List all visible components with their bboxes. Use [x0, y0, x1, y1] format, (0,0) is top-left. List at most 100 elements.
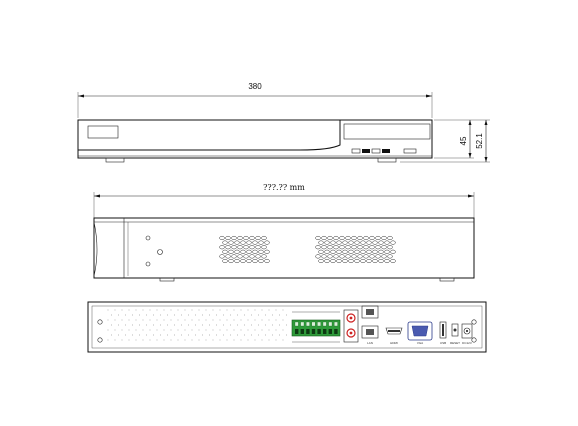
vent-hole [351, 254, 357, 259]
front-body [77, 119, 433, 163]
vent-hole [246, 249, 252, 254]
terminal-hole [300, 329, 304, 334]
vent-hole [375, 235, 381, 241]
vent-hole [315, 254, 321, 259]
vent-hole [351, 245, 357, 250]
rear-dot [153, 314, 154, 316]
rear-dot [114, 339, 116, 341]
vent-hole [387, 254, 393, 259]
reset-label: RESET [450, 341, 460, 345]
rear-dot [181, 314, 182, 316]
rear-dot [251, 334, 252, 336]
reset-button: RESET [450, 323, 460, 345]
rear-dot [286, 334, 287, 336]
vent-hole [375, 254, 381, 259]
side-screw-top [145, 235, 151, 241]
rear-dot [251, 314, 252, 316]
rear-dot [247, 309, 249, 311]
vent-hole [333, 254, 339, 259]
rear-dot [118, 314, 119, 316]
rear-dot [149, 329, 151, 331]
rear-dot [142, 329, 144, 331]
rear-dot [254, 339, 256, 341]
front-indicator-buttons [351, 148, 417, 154]
rear-dot [223, 334, 224, 336]
rear-dot [216, 324, 217, 326]
audio-ports [343, 309, 359, 343]
rear-dot [198, 309, 200, 311]
rear-dot [233, 319, 235, 321]
vent-hole [339, 254, 345, 259]
vent-hole [381, 245, 387, 250]
rear-dot [167, 324, 168, 326]
rear-dot [219, 309, 221, 311]
rear-dot [202, 324, 203, 326]
rear-dot [188, 334, 189, 336]
vent-hole [351, 235, 357, 241]
rear-dot [247, 319, 249, 321]
hdmi-label: HDMI [390, 341, 398, 345]
rear-dot [125, 314, 126, 316]
vent-hole [327, 254, 333, 259]
vent-hole [225, 245, 231, 250]
rear-dot [282, 309, 284, 311]
terminal-screw [334, 321, 338, 327]
rear-dot [132, 334, 133, 336]
vent-hole [357, 235, 363, 241]
rear-dot [121, 329, 123, 331]
rear-dot [261, 319, 263, 321]
rear-dot [146, 334, 147, 336]
front-foot-left [105, 157, 125, 163]
rear-dot [142, 339, 144, 341]
rear-dot [184, 329, 186, 331]
rear-dot [286, 314, 287, 316]
vent-hole [336, 249, 342, 254]
rear-dot [114, 309, 116, 311]
vga-port: VGA [407, 321, 433, 345]
rear-dot [226, 329, 228, 331]
vent-hole [228, 249, 234, 254]
hdmi-port: HDMI [385, 327, 403, 345]
vent-hole [237, 235, 243, 241]
vent-hole [333, 245, 339, 250]
rear-dot [142, 309, 144, 311]
rear-dot [184, 319, 186, 321]
rear-dot [195, 314, 196, 316]
vent-hole [375, 245, 381, 250]
vent-hole [246, 240, 252, 245]
vent-hole [378, 249, 384, 254]
rear-dot [181, 324, 182, 326]
rear-dot [156, 319, 158, 321]
rear-dot [226, 339, 228, 341]
rear-dot [205, 329, 207, 331]
rear-dot [268, 319, 270, 321]
vent-hole [315, 235, 321, 241]
vent-hole [369, 245, 375, 250]
power-label: DC12V [462, 341, 472, 345]
rear-dot [153, 334, 154, 336]
rear-dot [160, 334, 161, 336]
rear-dot [191, 339, 193, 341]
front-foot-right [377, 157, 397, 163]
vent-hole [324, 249, 330, 254]
vent-hole [360, 240, 366, 245]
rear-dot [265, 314, 266, 316]
rear-dot [198, 329, 200, 331]
terminal-screw [328, 321, 333, 327]
vent-hole [330, 258, 336, 264]
vent-hole [231, 254, 237, 259]
vent-hole [390, 249, 396, 254]
rear-dot [272, 334, 273, 336]
rear-dot [247, 339, 249, 341]
rear-dot [216, 314, 217, 316]
rear-dot [139, 314, 140, 316]
vent-hole [321, 235, 327, 241]
vent-hole [234, 249, 240, 254]
vent-hole [219, 235, 225, 241]
rear-dot [240, 339, 242, 341]
rear-dot [272, 324, 273, 326]
vent-hole [354, 240, 360, 245]
vent-hole [240, 258, 246, 264]
rear-dot [282, 319, 284, 321]
vent-hole [243, 235, 249, 241]
